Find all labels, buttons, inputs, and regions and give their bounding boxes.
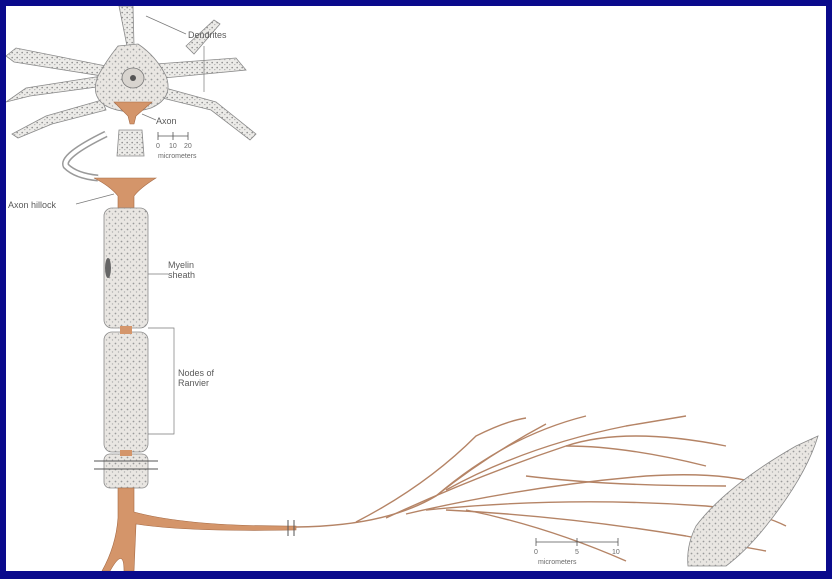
axon-label: Axon	[156, 116, 177, 126]
scale-bottom-tick-2: 10	[612, 548, 620, 558]
nodes-of-ranvier-label-line2: Ranvier	[178, 378, 209, 388]
myelin-sheath-label-line1: Myelin	[168, 260, 194, 270]
scale-bottom-unit: micrometers	[538, 558, 577, 568]
myelin-segments	[104, 208, 148, 488]
diagram-panel: Dendrites Axon Axon hillock Myelin sheat…	[6, 6, 826, 571]
scale-top-tick-2: 20	[184, 142, 192, 152]
muscle-fiber	[688, 436, 818, 566]
upper-axon-segment	[117, 130, 144, 156]
scale-top-tick-0: 0	[156, 142, 160, 152]
dendrites-label: Dendrites	[188, 30, 227, 40]
nodes-of-ranvier-label-line1: Nodes of	[178, 368, 214, 378]
axon-trunk	[102, 488, 296, 571]
scale-top-tick-1: 10	[169, 142, 177, 152]
axon-hillock-shape	[94, 178, 156, 208]
scale-bar-top	[158, 132, 188, 140]
myelin-sheath-label-line2: sheath	[168, 270, 195, 280]
scale-bar-bottom	[536, 538, 618, 546]
axon-origin	[114, 102, 152, 124]
axon-hillock-label: Axon hillock	[8, 200, 56, 210]
nucleolus	[130, 75, 136, 81]
scale-bottom-tick-0: 0	[534, 548, 538, 558]
scale-top-unit: micrometers	[158, 152, 197, 162]
scale-bottom-tick-1: 5	[575, 548, 579, 558]
neuron-diagram	[6, 6, 826, 571]
